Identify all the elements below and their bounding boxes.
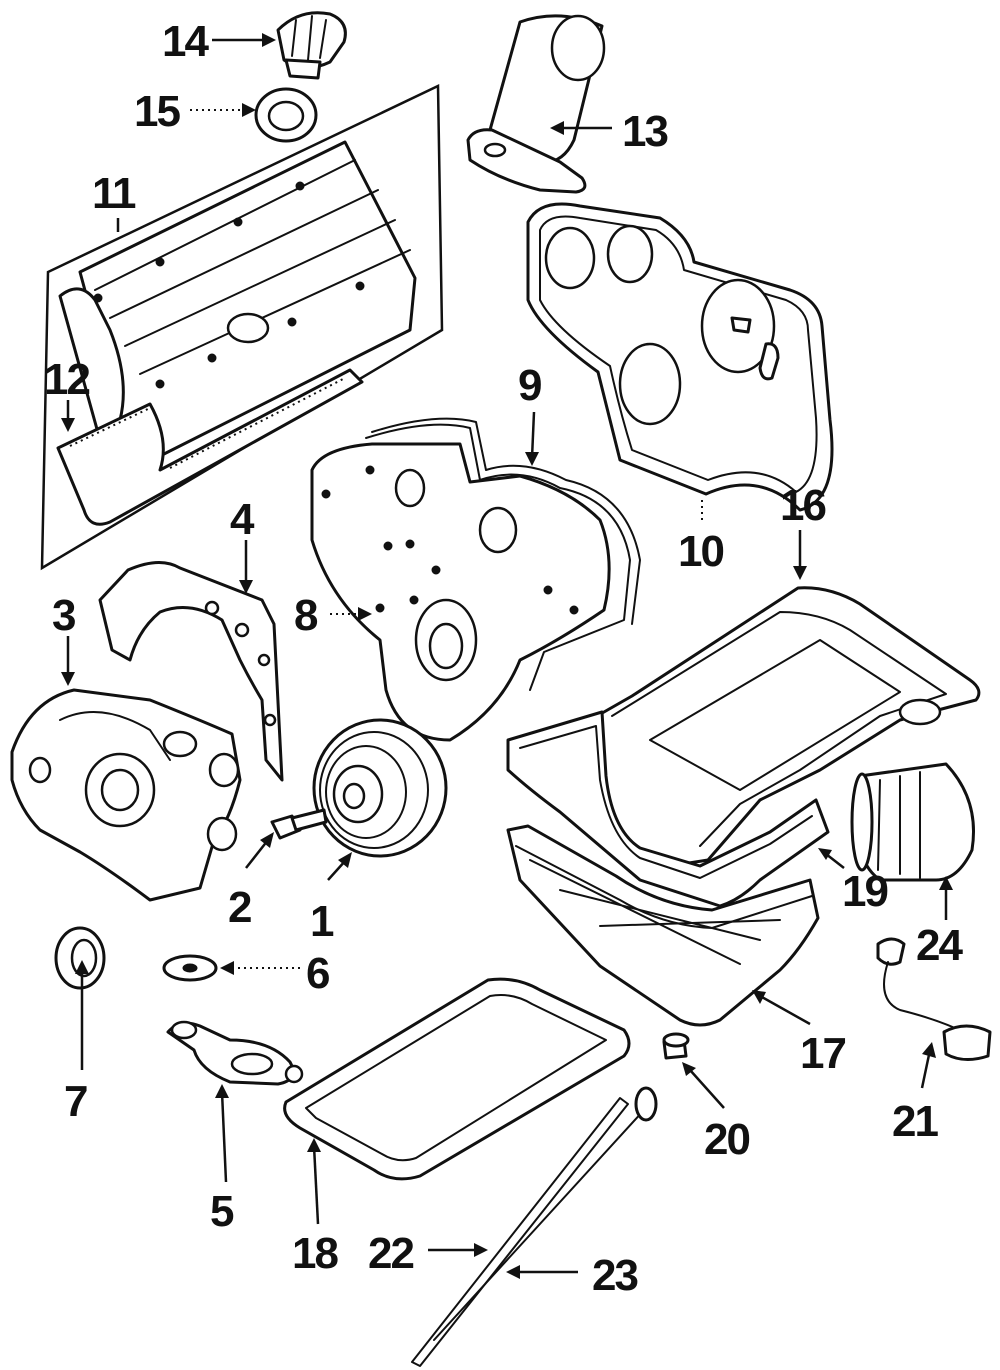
callout-14: 14 bbox=[162, 17, 209, 66]
part-14-oil-filler-cap[interactable] bbox=[276, 11, 347, 80]
callout-12: 12 bbox=[44, 355, 89, 404]
callout-4: 4 bbox=[230, 495, 255, 544]
callout-24: 24 bbox=[916, 921, 963, 970]
callout-6: 6 bbox=[306, 949, 329, 998]
callout-20: 20 bbox=[704, 1115, 749, 1164]
part-18-oil-pan-gasket[interactable] bbox=[283, 977, 631, 1181]
callout-3: 3 bbox=[52, 591, 75, 640]
callout-22: 22 bbox=[368, 1229, 413, 1278]
part-20-drain-plug[interactable] bbox=[662, 1032, 690, 1060]
callout-13: 13 bbox=[622, 107, 667, 156]
part-7-front-seal[interactable] bbox=[54, 926, 106, 990]
part-10-cover-gasket[interactable] bbox=[526, 202, 834, 512]
part-16-upper-oil-pan[interactable] bbox=[584, 586, 981, 868]
callout-18: 18 bbox=[292, 1229, 338, 1278]
part-4-bracket[interactable] bbox=[98, 561, 284, 782]
callout-1: 1 bbox=[310, 897, 334, 946]
part-13-oil-filler-tube[interactable] bbox=[466, 14, 606, 194]
part-8-timing-cover[interactable] bbox=[310, 442, 611, 742]
part-2-pulley-bolt[interactable] bbox=[270, 808, 328, 840]
part-19-upper-pan-gasket[interactable] bbox=[506, 710, 830, 908]
part-24-oil-filter[interactable] bbox=[850, 762, 976, 882]
callout-10: 10 bbox=[678, 527, 723, 576]
callout-9: 9 bbox=[518, 361, 541, 410]
callout-labels: 14 15 13 11 12 9 10 16 4 3 8 2 1 6 7 5 1… bbox=[44, 17, 965, 1300]
part-5-oil-pickup[interactable] bbox=[166, 1020, 304, 1086]
leader-lines bbox=[61, 33, 953, 1279]
part-17-lower-oil-pan[interactable] bbox=[506, 824, 820, 1027]
callout-2: 2 bbox=[228, 883, 251, 932]
callout-7: 7 bbox=[64, 1077, 87, 1126]
callout-23: 23 bbox=[592, 1251, 637, 1300]
part-21-oil-sensor[interactable] bbox=[876, 937, 992, 1061]
callout-16: 16 bbox=[780, 481, 825, 530]
callout-15: 15 bbox=[134, 87, 180, 136]
part-6-washer[interactable] bbox=[162, 954, 218, 982]
part-15-seal-ring[interactable] bbox=[254, 87, 318, 143]
part-1-crankshaft-pulley[interactable] bbox=[312, 718, 448, 858]
part-11-valve-cover[interactable] bbox=[58, 140, 417, 458]
part-9-timing-cover-gasket[interactable] bbox=[365, 417, 641, 691]
callout-5: 5 bbox=[210, 1187, 234, 1236]
part-3-front-housing[interactable] bbox=[10, 688, 242, 902]
callout-8: 8 bbox=[294, 591, 318, 640]
callout-17: 17 bbox=[800, 1029, 845, 1078]
callout-21: 21 bbox=[892, 1097, 938, 1146]
part-12-valve-cover-gasket[interactable] bbox=[56, 368, 364, 526]
part-22-23-dipstick[interactable] bbox=[411, 1086, 658, 1367]
callout-19: 19 bbox=[842, 867, 887, 916]
callout-11: 11 bbox=[92, 169, 136, 218]
